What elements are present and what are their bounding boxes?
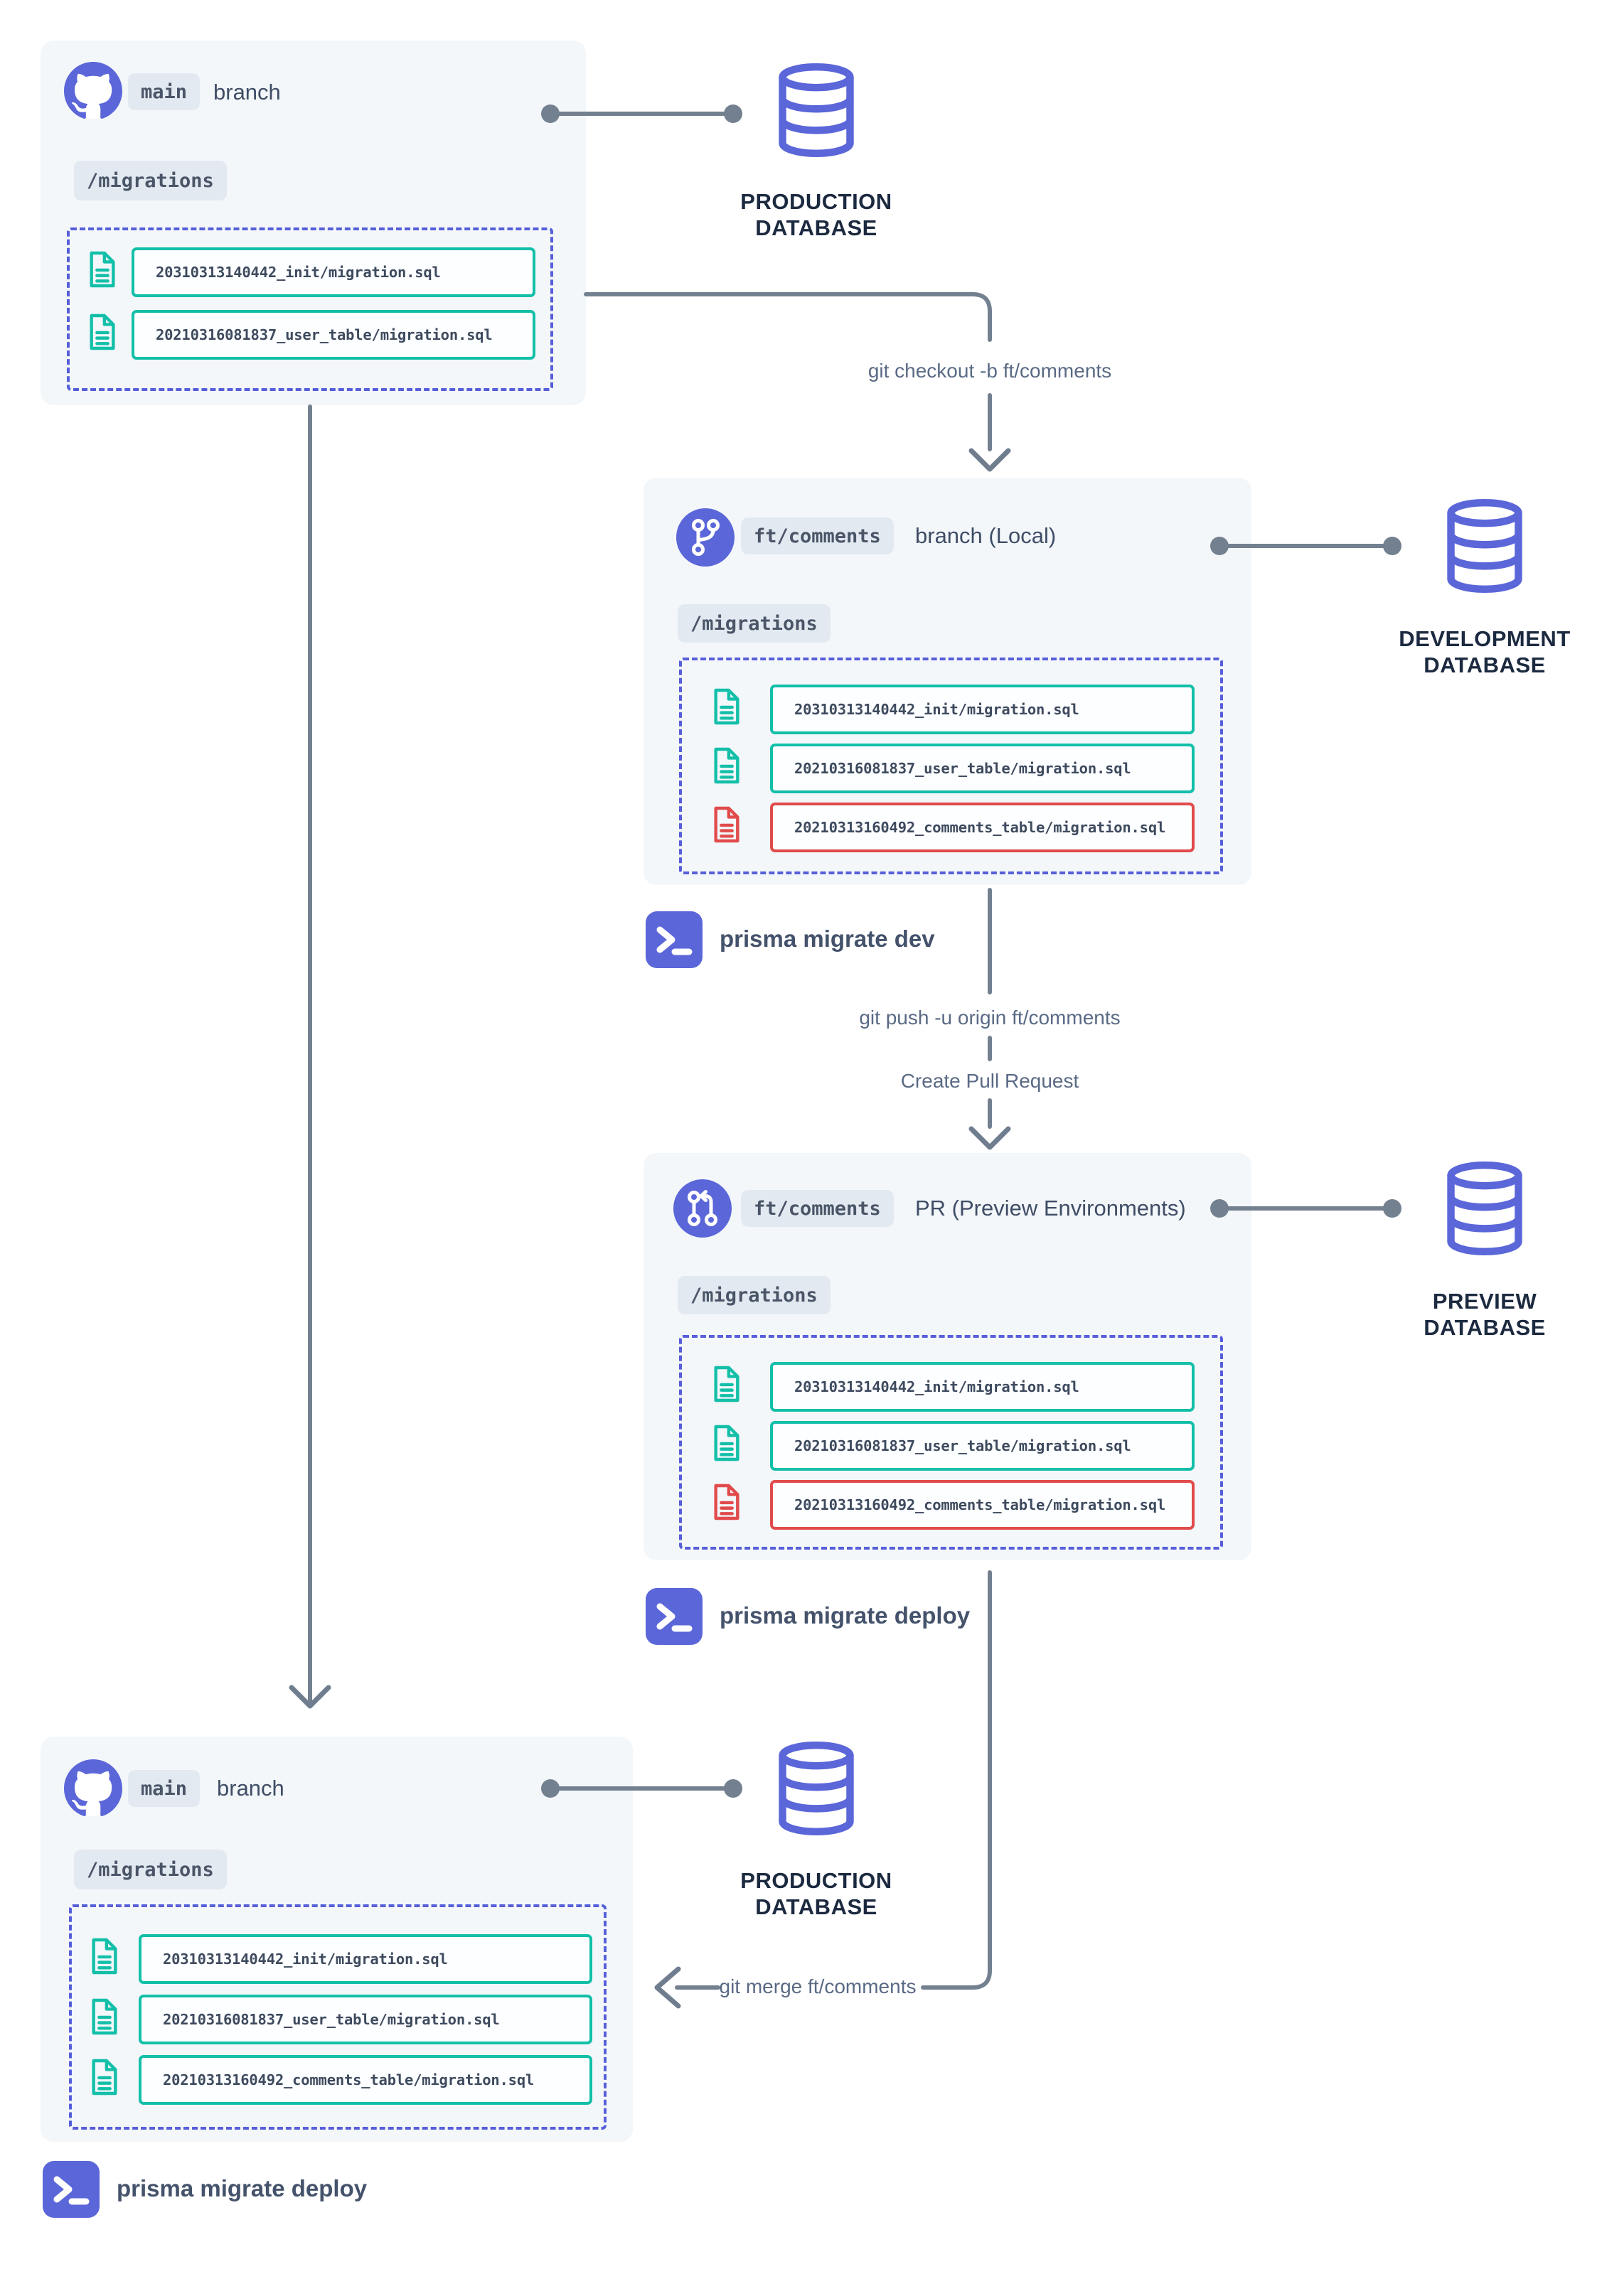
migrations-folder-badge: /migrations — [74, 161, 227, 200]
database-icon — [775, 1742, 858, 1835]
migration-file-name: 20210316081837_user_table/migration.sql — [163, 2011, 500, 2028]
sql-file-icon-new — [710, 804, 743, 845]
sql-file-icon — [88, 1936, 121, 1977]
sql-file-icon — [86, 249, 119, 290]
migration-file: 20310313140442_init/migration.sql — [770, 685, 1195, 734]
flow-label-create-pr: Create Pull Request — [900, 1070, 1079, 1092]
command-migrate-dev: prisma migrate dev — [720, 926, 935, 952]
migration-file: 20310313140442_init/migration.sql — [132, 247, 535, 297]
migration-file-name: 20310313140442_init/migration.sql — [794, 1378, 1079, 1395]
migration-file-name: 20310313140442_init/migration.sql — [163, 1951, 448, 1968]
sql-file-icon — [710, 745, 743, 786]
sql-file-icon-new — [710, 1481, 743, 1523]
branch-label: branch — [217, 1776, 284, 1801]
branch-badge: main — [128, 1770, 201, 1807]
branch-label: PR (Preview Environments) — [915, 1196, 1186, 1221]
migration-file-name: 20310313140442_init/migration.sql — [156, 264, 441, 281]
database-label-production-bottom: PRODUCTION DATABASE — [740, 1868, 892, 1919]
migration-file: 20210316081837_user_table/migration.sql — [132, 310, 535, 360]
migration-file: 20310313140442_init/migration.sql — [139, 1934, 592, 1984]
flow-label-merge: git merge ft/comments — [719, 1975, 917, 1997]
migrations-folder-badge: /migrations — [74, 1850, 227, 1889]
command-migrate-deploy-pr: prisma migrate deploy — [720, 1602, 971, 1629]
migration-file: 20210316081837_user_table/migration.sql — [139, 1995, 592, 2044]
terminal-icon — [646, 911, 703, 968]
database-label-development: DEVELOPMENT DATABASE — [1399, 626, 1571, 677]
database-icon — [1443, 1162, 1526, 1255]
migrations-list-feature-pr — [679, 1335, 1223, 1550]
migration-file-new: 20210313160492_comments_table/migration.… — [770, 803, 1195, 852]
sql-file-icon — [88, 2056, 121, 2098]
database-label-production-top: PRODUCTION DATABASE — [740, 189, 892, 240]
sql-file-icon — [710, 1422, 743, 1464]
migration-file-new: 20210313160492_comments_table/migration.… — [770, 1480, 1195, 1530]
terminal-icon — [43, 2161, 100, 2218]
github-icon — [64, 1759, 122, 1818]
migrations-list-main-bottom — [69, 1904, 607, 2130]
branch-label: branch (Local) — [915, 523, 1057, 548]
migration-file-name: 20210316081837_user_table/migration.sql — [794, 1437, 1131, 1454]
migration-file: 20210316081837_user_table/migration.sql — [770, 744, 1195, 793]
migration-file: 20310313140442_init/migration.sql — [770, 1362, 1195, 1412]
sql-file-icon — [86, 311, 119, 353]
migrations-list-feature-local — [679, 658, 1223, 874]
migration-file-name: 20210313160492_comments_table/migration.… — [794, 819, 1166, 836]
terminal-icon — [646, 1588, 703, 1645]
migrations-folder-badge: /migrations — [678, 1276, 831, 1314]
database-icon — [775, 63, 858, 157]
migration-file-name: 20210313160492_comments_table/migration.… — [794, 1496, 1166, 1513]
migration-file-name: 20210313160492_comments_table/migration.… — [163, 2071, 535, 2088]
sql-file-icon — [88, 1996, 121, 2037]
branch-label: branch — [213, 80, 281, 104]
flow-label-checkout: git checkout -b ft/comments — [867, 360, 1112, 382]
migrations-list-main-top — [67, 227, 553, 391]
flow-label-push: git push -u origin ft/comments — [859, 1007, 1121, 1029]
migration-file: 20210313160492_comments_table/migration.… — [139, 2055, 592, 2105]
database-label-preview: PREVIEW DATABASE — [1424, 1289, 1546, 1340]
migration-file-name: 20210316081837_user_table/migration.sql — [794, 760, 1131, 777]
command-migrate-deploy-main: prisma migrate deploy — [117, 2175, 368, 2201]
git-pull-request-icon — [673, 1179, 732, 1238]
branch-badge: ft/comments — [741, 517, 894, 554]
migration-file: 20210316081837_user_table/migration.sql — [770, 1421, 1195, 1471]
migration-file-name: 20210316081837_user_table/migration.sql — [156, 326, 493, 343]
sql-file-icon — [710, 1363, 743, 1405]
git-branch-icon — [676, 508, 735, 567]
branch-badge: ft/comments — [741, 1190, 894, 1227]
branch-badge: main — [128, 73, 201, 110]
migrations-folder-badge: /migrations — [678, 604, 831, 643]
database-icon — [1443, 499, 1526, 593]
github-icon — [64, 62, 122, 120]
sql-file-icon — [710, 686, 743, 727]
migration-file-name: 20310313140442_init/migration.sql — [794, 701, 1079, 718]
